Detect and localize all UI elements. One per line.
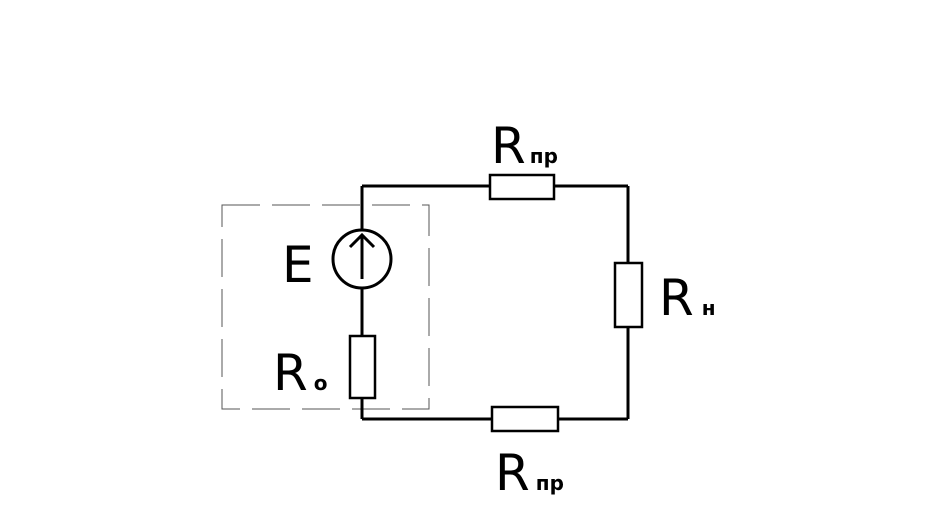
bottom-resistor-subscript: пр bbox=[536, 471, 564, 495]
emf-source bbox=[331, 228, 393, 290]
top-resistor-subscript: пр bbox=[530, 144, 558, 168]
load-resistor-subscript: н bbox=[702, 296, 716, 320]
internal-resistor-subscript: o bbox=[314, 371, 328, 395]
bottom-resistor-letter: R bbox=[495, 444, 530, 502]
source-arrow-head bbox=[348, 232, 376, 249]
resistor-internal bbox=[348, 334, 377, 400]
load-resistor-letter: R bbox=[659, 269, 694, 327]
resistor-line-top bbox=[488, 173, 556, 201]
wires bbox=[360, 184, 630, 421]
resistor-load bbox=[613, 261, 644, 329]
source-label: E bbox=[282, 236, 314, 294]
source-boundary bbox=[221, 204, 430, 410]
internal-resistor-letter: R bbox=[273, 344, 308, 402]
source-circle bbox=[331, 228, 393, 290]
top-resistor-letter: R bbox=[491, 117, 526, 175]
resistor-line-bottom bbox=[490, 405, 560, 433]
